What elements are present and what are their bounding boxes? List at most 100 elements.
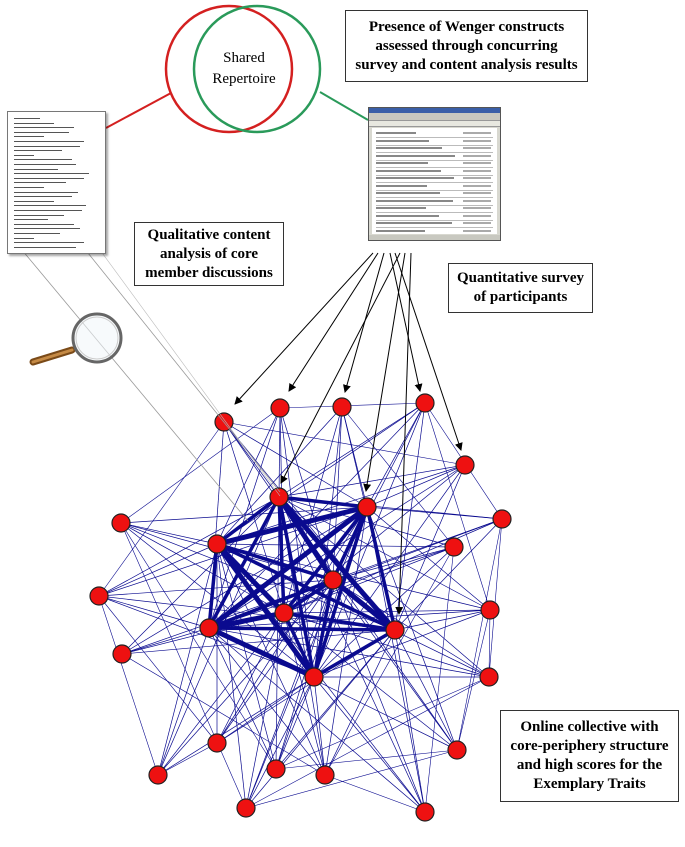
network-edge [98, 595, 218, 744]
survey-row-options [463, 169, 491, 172]
venn-label-line: Shared [223, 50, 265, 66]
survey-row-options [463, 147, 491, 149]
box-line: member discussions [145, 264, 273, 281]
document-text-line [14, 150, 62, 152]
network-edge [278, 407, 281, 498]
network-edge [366, 402, 426, 508]
document-text-line [14, 173, 89, 175]
network-edge [324, 774, 426, 813]
browser-toolbar [369, 113, 500, 121]
network-node-peripheral [447, 740, 467, 760]
survey-row-text [376, 199, 453, 202]
network-node-core [357, 497, 377, 517]
survey-row [376, 198, 493, 206]
network-edge [456, 609, 491, 751]
network-edge [332, 579, 458, 751]
survey-row-text [376, 177, 454, 179]
box-line: Exemplary Traits [533, 776, 646, 792]
survey-row [376, 183, 493, 191]
network-edge [216, 543, 247, 809]
network-edge [394, 629, 426, 813]
network-edge [98, 496, 280, 597]
network-edge [245, 612, 285, 809]
network-edge [488, 518, 503, 678]
survey-row [376, 160, 493, 168]
document-icon [7, 111, 106, 254]
document-text-line [14, 223, 74, 225]
network-edge [208, 407, 281, 629]
network-node-peripheral [415, 802, 435, 822]
network-node-core [323, 570, 343, 590]
network-core-edge [216, 504, 368, 547]
network-core-edge [313, 628, 396, 679]
document-text-line [14, 200, 54, 202]
network-edge [394, 629, 458, 751]
document-text-line [14, 237, 34, 239]
network-node-core [304, 667, 324, 687]
network-node-peripheral [89, 586, 109, 606]
survey-row [376, 145, 493, 153]
survey-row-options [463, 199, 491, 202]
box-line: Quantitative survey [456, 270, 585, 286]
network-edge [283, 546, 455, 614]
network-edge [245, 749, 458, 809]
network-node-peripheral [148, 765, 168, 785]
network-edge [332, 546, 455, 581]
survey-row-options [463, 192, 491, 194]
network-core-edge [283, 578, 334, 615]
network-edge [424, 546, 455, 813]
network-node-peripheral [492, 509, 512, 529]
network-node-peripheral [111, 513, 131, 533]
survey-row-text [376, 207, 426, 209]
survey-row-options [463, 154, 491, 157]
network-edge [216, 612, 285, 744]
survey-row [376, 220, 493, 228]
browser-title-bar [369, 108, 500, 113]
network-edge [279, 402, 426, 409]
browser-address-bar [369, 121, 500, 127]
network-core-edges [207, 495, 397, 680]
survey-row-text [376, 184, 427, 187]
network-edge [278, 496, 455, 548]
document-text-line [14, 219, 48, 221]
venn-label-line: Repertoire [212, 71, 276, 87]
network-edge [283, 612, 326, 776]
survey-arrow [363, 252, 406, 492]
network-core-edge [312, 506, 369, 678]
network-node-core [385, 620, 405, 640]
box-line: Presence of Wenger constructs [368, 18, 565, 35]
survey-arrow [288, 252, 379, 392]
network-edge [488, 609, 491, 678]
survey-arrow [395, 252, 412, 615]
network-edge [216, 543, 277, 770]
network-node-peripheral [455, 455, 475, 475]
network-edge [456, 518, 503, 751]
network-edge [245, 676, 315, 809]
survey-row-options [463, 184, 491, 187]
survey-row-text [376, 132, 416, 134]
survey-row-options [463, 214, 491, 217]
survey-row-options [463, 139, 491, 142]
network-edge [98, 421, 225, 597]
network-edge [98, 543, 218, 597]
network-edge [245, 676, 490, 809]
venn-to-browser-connector [319, 91, 369, 121]
network-nodes [89, 393, 512, 822]
network-core-edge [207, 496, 281, 629]
box-line: analysis of core [159, 245, 259, 262]
network-edge [313, 406, 343, 678]
online-collective-box: Online collective with core-periphery st… [500, 710, 679, 802]
network-edge [366, 506, 503, 520]
network-node-core [269, 487, 289, 507]
network-node-peripheral [332, 397, 352, 417]
venn-circle-left [164, 4, 294, 134]
network-edge [157, 742, 218, 776]
document-text-line [14, 242, 84, 244]
network-edge [275, 496, 280, 770]
network-node-peripheral [415, 393, 435, 413]
network-edge [394, 609, 491, 631]
document-text-line [14, 154, 34, 156]
survey-row-options [463, 222, 491, 224]
network-edge [223, 421, 368, 508]
magnifier-sightline [99, 249, 281, 497]
